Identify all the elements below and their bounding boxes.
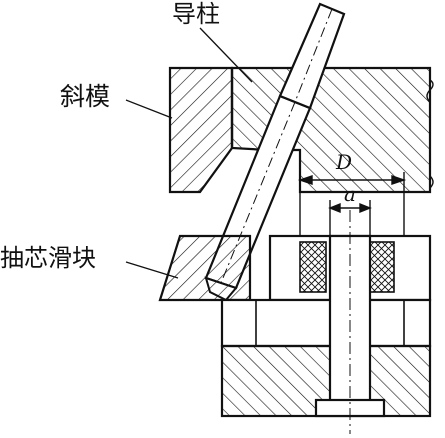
- lower-plate: [220, 298, 432, 348]
- inclined-die: [168, 66, 234, 194]
- core-pulling-slider: [158, 234, 252, 302]
- dimension-d-label: D: [336, 150, 353, 174]
- core-pulling-slider-label: 抽芯滑块: [0, 244, 96, 272]
- inclined-die-label: 斜模: [60, 82, 111, 111]
- dimension-lines: [297, 172, 407, 236]
- ejector-pin: [314, 210, 386, 434]
- inclined-die-leader: [125, 99, 173, 119]
- dimension-a-label: a: [344, 182, 356, 206]
- guide-pillar-label: 导柱: [172, 0, 220, 28]
- gaskets: [299, 241, 395, 293]
